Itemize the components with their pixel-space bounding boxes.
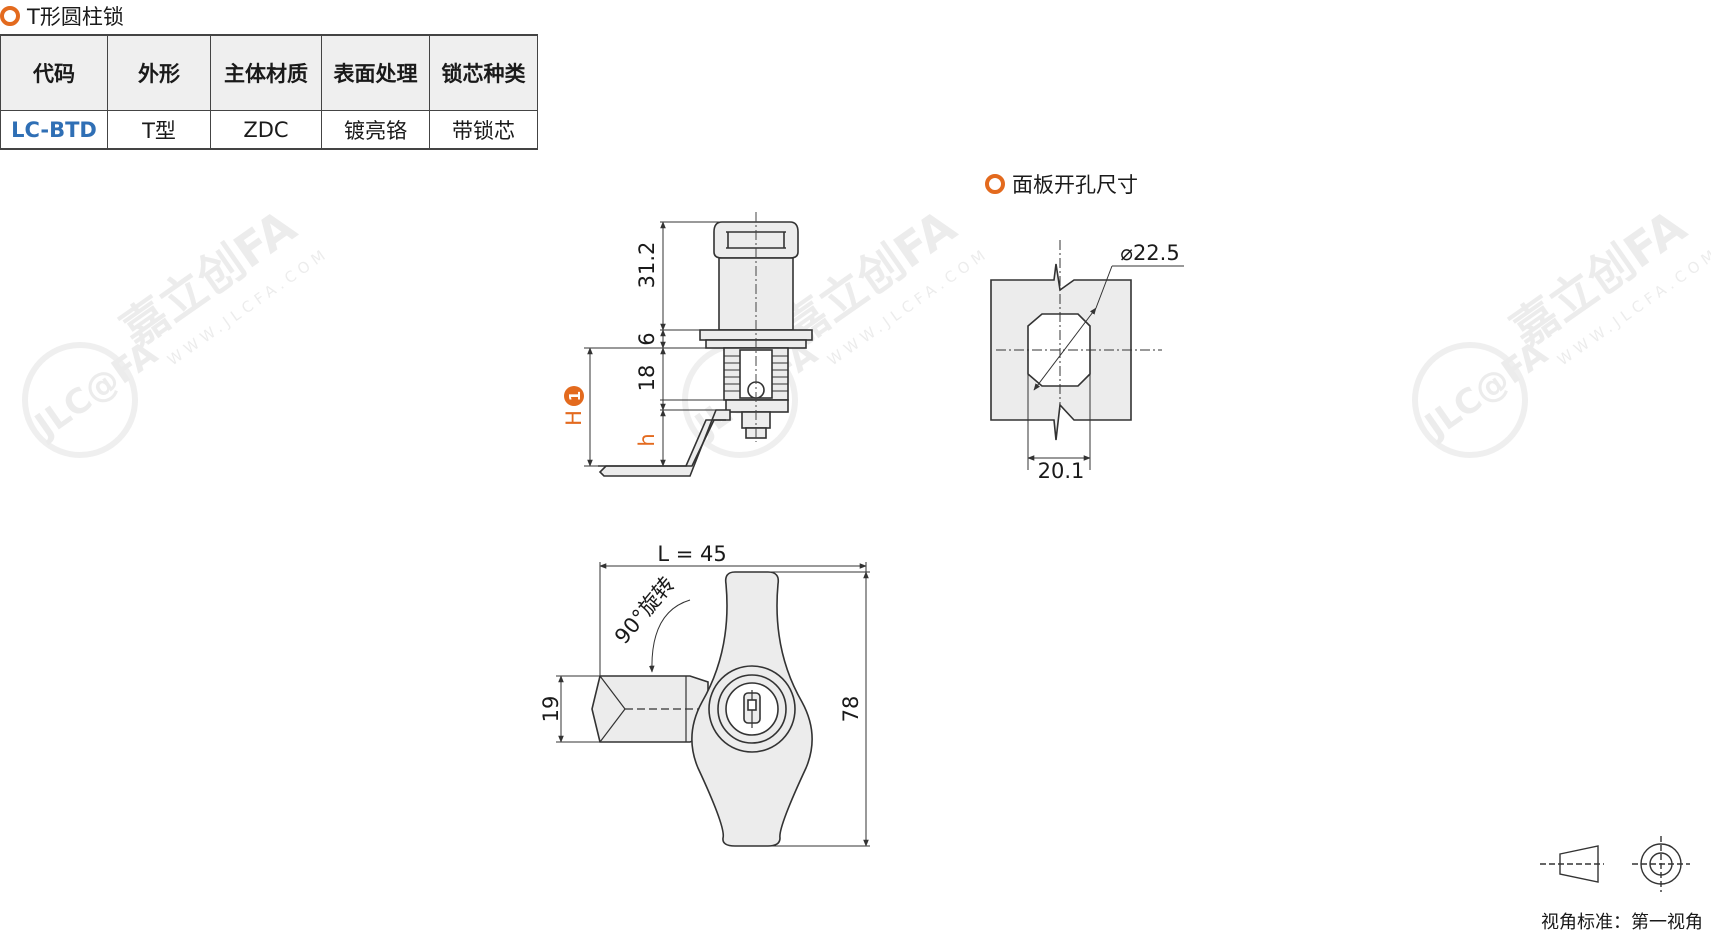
header-shape: 外形 bbox=[107, 34, 211, 111]
table-row: LC-BTD T型 ZDC 镀亮铬 带锁芯 bbox=[0, 110, 538, 150]
dim-H: H bbox=[562, 410, 586, 426]
panel-cutout-title-text: 面板开孔尺寸 bbox=[1012, 173, 1138, 197]
dim-78: 78 bbox=[839, 696, 863, 723]
panel-cutout-title: 面板开孔尺寸 bbox=[985, 169, 1138, 199]
rotation-label: 90°旋转 bbox=[610, 572, 679, 648]
dim-h: h bbox=[635, 433, 659, 446]
ring-bullet-icon bbox=[0, 6, 20, 26]
table-header-row: 代码 外形 主体材质 表面处理 锁芯种类 bbox=[0, 34, 538, 111]
watermark-right: JLC@FA 嘉立创FA WWW.JLCFA.COM bbox=[1412, 199, 1711, 458]
panel-cutout bbox=[990, 263, 1132, 441]
header-core-type: 锁芯种类 bbox=[429, 34, 538, 111]
dim-width: 20.1 bbox=[1038, 459, 1085, 483]
note-marker: 1 bbox=[564, 386, 584, 406]
side-view-dimensions bbox=[584, 221, 724, 467]
dim-diameter: ⌀22.5 bbox=[1120, 241, 1179, 265]
section-title-text: T形圆柱锁 bbox=[27, 5, 124, 29]
dim-6: 6 bbox=[635, 332, 659, 345]
front-view bbox=[591, 571, 813, 847]
dim-19: 19 bbox=[539, 696, 563, 723]
header-code: 代码 bbox=[0, 34, 108, 111]
cell-shape: T型 bbox=[107, 110, 211, 150]
dim-18: 18 bbox=[635, 365, 659, 392]
section-title: T形圆柱锁 bbox=[0, 1, 124, 31]
dim-31-2: 31.2 bbox=[635, 242, 659, 289]
projection-symbol bbox=[1540, 836, 1690, 892]
cell-code[interactable]: LC-BTD bbox=[0, 110, 108, 150]
note-marker-number: 1 bbox=[566, 391, 584, 401]
cell-finish: 镀亮铬 bbox=[321, 110, 430, 150]
ring-bullet-icon bbox=[985, 174, 1005, 194]
header-finish: 表面处理 bbox=[321, 34, 430, 111]
projection-label: 视角标准：第一视角 bbox=[1541, 912, 1703, 933]
dim-length: L = 45 bbox=[657, 542, 726, 566]
header-material: 主体材质 bbox=[210, 34, 322, 111]
spec-table: 代码 外形 主体材质 表面处理 锁芯种类 LC-BTD T型 ZDC 镀亮铬 带… bbox=[0, 34, 538, 150]
front-view-dimensions bbox=[556, 562, 870, 847]
panel-cutout-dims bbox=[996, 240, 1184, 470]
watermark-left: JLC@FA 嘉立创FA WWW.JLCFA.COM bbox=[22, 199, 333, 458]
cell-material: ZDC bbox=[210, 110, 322, 150]
cell-core-type: 带锁芯 bbox=[429, 110, 538, 150]
